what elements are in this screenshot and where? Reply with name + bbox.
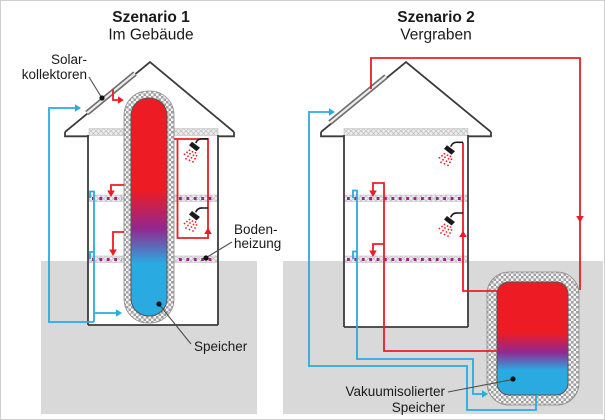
- scenario1-cold-pipes: [48, 107, 117, 323]
- storage-tank: [130, 97, 168, 317]
- shower-icon: [182, 137, 209, 164]
- scenario1-panel: [48, 60, 235, 326]
- cold-pipe-floor-return: [89, 190, 95, 322]
- floor-heating-label-line2: heizung: [234, 236, 281, 251]
- cold-pipe-collector-loop: [48, 107, 94, 323]
- label-pointer-dot: [99, 95, 105, 101]
- label-pointer-line: [159, 305, 192, 345]
- roof: [320, 60, 492, 133]
- scenario2-cold-arrows: [329, 108, 488, 398]
- solar-collectors-label-line2: kollektoren: [22, 67, 87, 82]
- arrow-into-collector: [329, 108, 335, 116]
- label-pointer-dot: [156, 301, 162, 307]
- hot-pipe-collector-to-tank: [112, 89, 118, 101]
- scenario1-title: Szenario 1: [112, 9, 190, 26]
- scenario2-house-outline: [320, 60, 492, 328]
- hot-pipe-collector-to-tank: [370, 57, 581, 290]
- arrow-into-tank: [116, 309, 122, 317]
- label-pointer-line: [88, 76, 102, 97]
- scenario2-panel: [308, 57, 584, 411]
- scenario1-solar-collector: [85, 71, 137, 116]
- scenario1-cold-arrows: [75, 104, 122, 317]
- scenario2-hot-pipes: [370, 57, 581, 352]
- shower-icon: [437, 141, 464, 168]
- solar-collectors-label-line1: Solar-: [51, 52, 87, 67]
- scenario2-storage-tank: [486, 271, 580, 406]
- scenario1-hot-pipes: [110, 89, 209, 250]
- cold-pipe-collector-loop: [308, 111, 537, 411]
- floor-heating-label-line1: Boden-: [234, 222, 278, 237]
- scenario2-cold-pipes: [308, 111, 537, 411]
- vacuum-storage-tank: [496, 281, 569, 396]
- label-floor-heating: Boden- heizung: [203, 222, 281, 261]
- scenario1-floor-heating-dots: [92, 197, 216, 261]
- walls: [343, 135, 469, 328]
- label-solar-collectors: Solar- kollektoren: [22, 52, 105, 101]
- label-vacuum-storage: Vakuumisolierter Speicher: [345, 376, 516, 415]
- hot-pipe-floor-supply-lower: [112, 231, 124, 250]
- label-pointer-line: [447, 379, 512, 393]
- scenario2-solar-collector: [328, 74, 388, 125]
- walls: [87, 135, 219, 326]
- label-pointer-dot: [510, 376, 516, 382]
- arrow-into-tank: [482, 390, 488, 398]
- scenario1-subtitle: Im Gebäude: [108, 27, 193, 44]
- arrow-into-collector: [75, 104, 81, 112]
- scenario2-floor-heating-dots: [347, 197, 465, 261]
- shower-icon: [182, 207, 209, 233]
- label-storage: Speicher: [156, 301, 248, 354]
- hot-pipe-floor-supply: [372, 182, 498, 352]
- scenario2-hot-arrows: [369, 190, 584, 257]
- vacuum-storage-label-line1: Vakuumisolierter: [345, 384, 445, 399]
- scenario2-basement: [344, 261, 468, 327]
- scenario2-title: Szenario 2: [397, 9, 475, 26]
- scenario2-subtitle: Vergraben: [400, 27, 472, 44]
- scenario1-house-outline: [64, 60, 235, 326]
- label-pointer-line: [207, 241, 233, 257]
- storage-label: Speicher: [194, 339, 248, 354]
- label-pointer-dot: [203, 255, 209, 261]
- cold-pipe-floor-return: [352, 189, 483, 395]
- hot-pipe-floor-supply-upper: [110, 184, 124, 191]
- hot-pipe-dhw-supply: [462, 142, 498, 292]
- scenario1-hot-arrows: [107, 96, 212, 256]
- shower-icon: [437, 212, 464, 238]
- vacuum-storage-label-line2: Speicher: [392, 400, 446, 415]
- hot-pipe-dhw-loop: [174, 138, 209, 239]
- scenario1-storage-tank: [123, 90, 175, 324]
